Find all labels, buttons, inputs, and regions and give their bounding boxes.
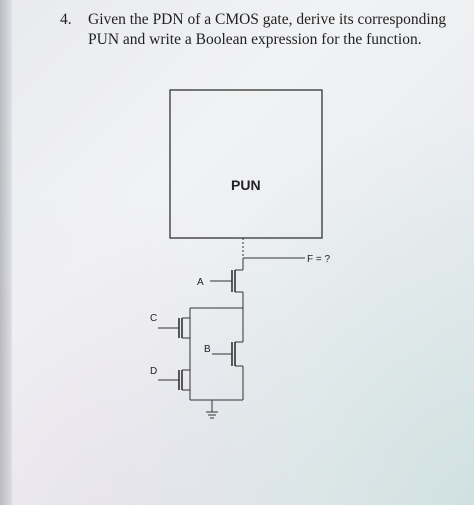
transistor-c [158,317,190,339]
transistor-b [212,341,244,400]
question-number: 4. [60,11,72,28]
question-text: Given the PDN of a CMOS gate, derive its… [88,11,447,48]
question-block: 4. Given the PDN of a CMOS gate, derive … [60,10,460,50]
ground-icon [206,411,218,419]
output-label: F = ? [307,254,331,265]
pun-label: PUN [231,177,261,193]
transistor-a [210,258,244,308]
input-b-label: B [204,344,211,355]
transistor-d [158,369,190,391]
input-d-label: D [150,366,157,377]
pun-box [169,89,323,239]
input-a-label: A [197,277,204,288]
input-c-label: C [150,313,157,324]
page-edge-shadow [0,0,12,505]
